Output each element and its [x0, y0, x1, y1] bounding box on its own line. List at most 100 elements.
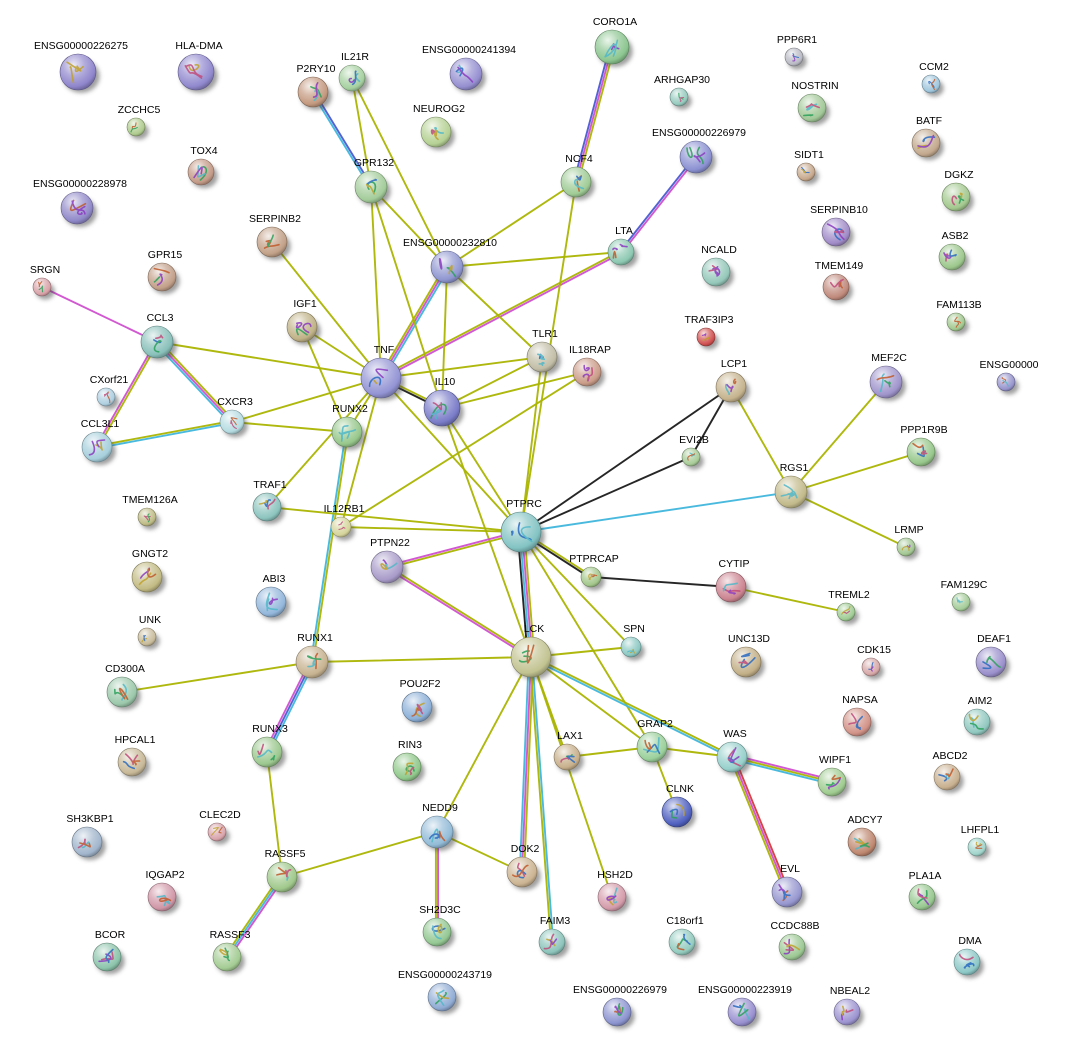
protein-ball[interactable]: [797, 93, 827, 123]
protein-ball[interactable]: [921, 74, 941, 94]
node-PTPN22[interactable]: PTPN22: [370, 537, 410, 586]
protein-ball[interactable]: [861, 657, 881, 677]
edge-ENSG00000226979-LTA[interactable]: [619, 155, 698, 254]
edge-IL10-PTPRC[interactable]: [441, 407, 522, 533]
node-CLNK[interactable]: CLNK: [661, 783, 696, 830]
node-IQGAP2[interactable]: IQGAP2: [145, 869, 185, 915]
node-ENSG00000226275[interactable]: ENSG00000226275: [34, 40, 128, 93]
node-GPR132[interactable]: GPR132: [354, 157, 394, 206]
protein-ball[interactable]: [330, 516, 352, 538]
protein-ball[interactable]: [131, 561, 163, 593]
edge-LCK-RUNX1[interactable]: [311, 656, 532, 663]
node-ENSG00000_r[interactable]: ENSG00000: [980, 359, 1039, 395]
edge-GPR132-IL10[interactable]: [370, 186, 443, 409]
node-SERPINB2[interactable]: SERPINB2: [249, 213, 301, 260]
node-PPP1R9B[interactable]: PPP1R9B: [900, 424, 948, 470]
edge-RASSF5-RASSF3[interactable]: [224, 874, 285, 960]
edge-IL10-LCK[interactable]: [441, 407, 532, 658]
node-NAPSA[interactable]: NAPSA: [842, 694, 878, 740]
protein-ball[interactable]: [778, 933, 806, 961]
protein-ball[interactable]: [572, 357, 602, 387]
edge-IL12RB1-PTPRC[interactable]: [340, 526, 522, 533]
protein-ball[interactable]: [137, 627, 157, 647]
node-ZCCHC5[interactable]: ZCCHC5: [118, 104, 161, 140]
edge-LCK-FAIM3[interactable]: [528, 655, 555, 944]
node-CCDC88B[interactable]: CCDC88B: [770, 920, 820, 964]
protein-ball[interactable]: [295, 645, 329, 679]
node-C18orf1[interactable]: C18orf1: [666, 915, 704, 959]
protein-ball[interactable]: [906, 437, 936, 467]
protein-ball[interactable]: [715, 371, 747, 403]
node-IL10[interactable]: IL10: [423, 376, 464, 429]
protein-ball[interactable]: [71, 826, 103, 858]
edge-IL10-ENSG00000232810[interactable]: [441, 266, 448, 409]
edge-CD300A-RUNX1[interactable]: [121, 661, 313, 693]
edge-RGS1-LRMP[interactable]: [790, 491, 907, 548]
protein-ball[interactable]: [106, 676, 138, 708]
edge-TLR1-PTPRC[interactable]: [520, 356, 543, 533]
edge-LCP1-RGS1[interactable]: [730, 386, 792, 493]
node-LCK[interactable]: LCK: [510, 623, 555, 680]
node-ENSG00000232810[interactable]: ENSG00000232810: [403, 237, 497, 286]
node-IL12RB1[interactable]: IL12RB1: [324, 503, 365, 541]
node-HLA-DMA[interactable]: HLA-DMA: [175, 40, 223, 93]
node-WIPF1[interactable]: WIPF1: [817, 754, 851, 800]
node-BCOR[interactable]: BCOR: [92, 929, 126, 975]
edge-TRAF1-PTPRC[interactable]: [266, 506, 522, 533]
node-CORO1A[interactable]: CORO1A: [593, 16, 637, 67]
protein-ball[interactable]: [607, 238, 635, 266]
node-CCL3[interactable]: CCL3: [140, 312, 177, 361]
edge-RGS1-PPP1R9B[interactable]: [790, 451, 922, 493]
node-ASB2[interactable]: ASB2: [938, 230, 969, 274]
node-RGS1[interactable]: RGS1: [774, 462, 811, 511]
node-RASSF3[interactable]: RASSF3: [210, 929, 251, 975]
protein-ball[interactable]: [81, 431, 113, 463]
edge-TNF-TRAF1[interactable]: [266, 377, 382, 508]
edge-RASSF5-NEDD9[interactable]: [281, 831, 438, 878]
edge-GPR132-IL21R[interactable]: [351, 77, 372, 188]
protein-ball[interactable]: [620, 636, 642, 658]
node-POU2F2[interactable]: POU2F2: [400, 678, 441, 725]
node-TOX4[interactable]: TOX4: [187, 145, 218, 189]
node-FAM129C[interactable]: FAM129C: [941, 579, 988, 615]
node-UNC13D[interactable]: UNC13D: [728, 633, 770, 680]
node-HSH2D[interactable]: HSH2D: [597, 869, 633, 915]
edge-TNF-IL12RB1[interactable]: [340, 377, 382, 528]
edge-CCL3-CCL3L1[interactable]: [95, 340, 159, 449]
node-NEUROG2[interactable]: NEUROG2: [413, 103, 465, 150]
node-IL21R[interactable]: IL21R: [338, 51, 369, 95]
node-NBEAL2[interactable]: NBEAL2: [830, 985, 870, 1029]
protein-ball[interactable]: [963, 708, 991, 736]
edge-TNF-SERPINB2[interactable]: [271, 241, 382, 379]
node-BATF[interactable]: BATF: [911, 115, 944, 161]
node-ENSG00000226979-2[interactable]: ENSG00000226979: [573, 984, 667, 1030]
edge-TNF-CXCR3[interactable]: [231, 377, 382, 423]
protein-ball[interactable]: [594, 29, 630, 65]
node-TLR1[interactable]: TLR1: [526, 328, 561, 376]
edge-PTPN22-LCK[interactable]: [385, 565, 533, 659]
edge-LCK-GRAP2[interactable]: [530, 656, 653, 748]
node-SH3KBP1[interactable]: SH3KBP1: [66, 813, 114, 860]
protein-ball[interactable]: [449, 57, 483, 91]
protein-ball[interactable]: [822, 273, 850, 301]
node-EVL[interactable]: EVL: [771, 863, 806, 910]
node-WAS[interactable]: WAS: [716, 728, 751, 775]
protein-ball[interactable]: [59, 53, 97, 91]
node-UNK[interactable]: UNK: [137, 614, 161, 650]
node-RUNX2[interactable]: RUNX2: [331, 403, 368, 451]
node-ENSG00000226979[interactable]: ENSG00000226979: [652, 127, 746, 176]
edge-CYTIP-PTPRCAP[interactable]: [590, 576, 732, 588]
edge-TNF-LTA[interactable]: [379, 250, 623, 380]
edge-LTA-ENSG00000232810[interactable]: [446, 251, 622, 268]
node-RIN3[interactable]: RIN3: [392, 739, 425, 785]
node-IL18RAP[interactable]: IL18RAP: [569, 344, 611, 390]
protein-ball[interactable]: [360, 357, 402, 399]
node-PPP6R1[interactable]: PPP6R1: [777, 34, 817, 70]
node-CCL3L1[interactable]: CCL3L1: [81, 418, 120, 466]
edge-IGF1-RUNX2[interactable]: [301, 326, 348, 433]
node-SPN[interactable]: SPN: [620, 623, 645, 661]
edge-IL18RAP-IL10[interactable]: [441, 371, 588, 409]
node-P2RY10[interactable]: P2RY10: [297, 63, 336, 110]
node-FAM113B[interactable]: FAM113B: [936, 299, 982, 335]
node-SRGN[interactable]: SRGN: [30, 264, 60, 300]
